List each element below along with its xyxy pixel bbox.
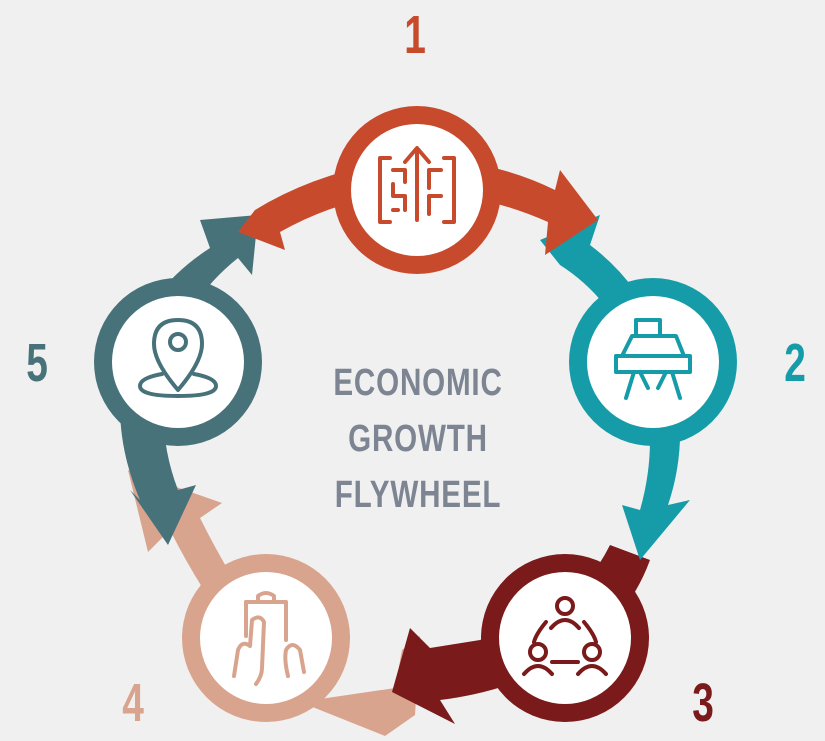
step-circle-2 [569, 278, 737, 446]
arrow-segment-2 [540, 215, 690, 560]
step-number-3: 3 [692, 673, 714, 733]
desk-workstation-icon [614, 318, 692, 400]
center-title-line-3: FLYWHEEL [334, 474, 502, 516]
step-circle-5 [94, 278, 262, 446]
center-title-line-1: ECONOMIC [333, 362, 503, 404]
arrow-segment-5 [120, 215, 258, 545]
center-title: ECONOMIC GROWTH FLYWHEEL [326, 355, 510, 523]
step-number-1: 1 [404, 5, 426, 65]
step-number-2: 2 [784, 333, 806, 393]
step-circle-4 [182, 554, 350, 722]
maze-arrow-up-icon [378, 146, 456, 224]
hand-holding-clipboard-icon [232, 591, 306, 686]
arrow-segment-1 [238, 158, 598, 255]
team-network-icon [522, 596, 608, 676]
location-pin-icon [138, 318, 218, 398]
step-number-4: 4 [122, 673, 144, 733]
step-number-5: 5 [26, 333, 48, 393]
center-title-line-2: GROWTH [348, 418, 488, 460]
step-circle-3 [481, 554, 649, 722]
